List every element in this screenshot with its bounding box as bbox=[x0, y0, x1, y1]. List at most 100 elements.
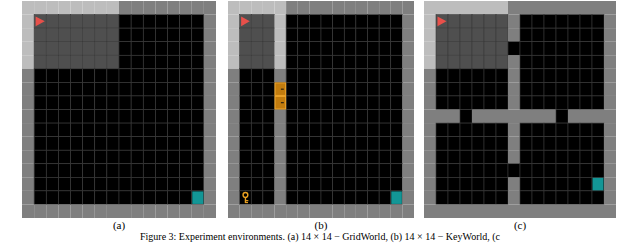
grid-cell bbox=[34, 69, 46, 83]
grid-cell bbox=[424, 28, 436, 42]
grid-cell bbox=[520, 1, 532, 15]
grid-cell bbox=[119, 42, 131, 56]
grid-cell bbox=[58, 1, 70, 15]
grid-cell bbox=[460, 82, 472, 96]
grid-cell bbox=[286, 150, 298, 164]
grid-cell bbox=[379, 137, 391, 151]
grid-cell bbox=[532, 177, 544, 191]
grid-cell bbox=[592, 191, 604, 205]
grid-cell bbox=[532, 96, 544, 110]
grid-cell bbox=[168, 82, 180, 96]
door-handle bbox=[281, 102, 284, 103]
grid-cell bbox=[240, 177, 252, 191]
grid-cell bbox=[484, 69, 496, 83]
grid-cell bbox=[46, 28, 58, 42]
grid-cell bbox=[472, 123, 484, 137]
grid-cell bbox=[275, 15, 287, 29]
grid-cell bbox=[22, 191, 34, 205]
grid-cell bbox=[391, 204, 403, 218]
grid-cell bbox=[391, 28, 403, 42]
grid-cell bbox=[46, 110, 58, 124]
grid-cell bbox=[333, 177, 345, 191]
grid-cell bbox=[58, 110, 70, 124]
grid-cell bbox=[402, 191, 414, 205]
grid-cell bbox=[448, 204, 460, 218]
grid-cell bbox=[34, 150, 46, 164]
grid-cell bbox=[83, 96, 95, 110]
grid-cell bbox=[131, 42, 143, 56]
grid-cell bbox=[448, 1, 460, 15]
grid-cell bbox=[95, 96, 107, 110]
grid-cell bbox=[460, 69, 472, 83]
grid-cell bbox=[192, 123, 204, 137]
grid-cell bbox=[436, 82, 448, 96]
grid-cell bbox=[508, 137, 520, 151]
grid-cell bbox=[556, 15, 568, 29]
grid-cell bbox=[379, 150, 391, 164]
grid-cell bbox=[604, 82, 616, 96]
grid-cell bbox=[71, 150, 83, 164]
grid-cell bbox=[58, 82, 70, 96]
grid-cell bbox=[251, 69, 263, 83]
grid-cell bbox=[240, 204, 252, 218]
grid-cell bbox=[251, 96, 263, 110]
grid-cell bbox=[568, 96, 580, 110]
grid-cell bbox=[568, 137, 580, 151]
grid-cell bbox=[520, 110, 532, 124]
grid-cell bbox=[520, 177, 532, 191]
grid-cell bbox=[391, 150, 403, 164]
grid-cell bbox=[379, 164, 391, 178]
grid-cell bbox=[204, 42, 216, 56]
grid-cell bbox=[298, 137, 310, 151]
grid-cell bbox=[448, 123, 460, 137]
grid-cell bbox=[131, 150, 143, 164]
grid-cell bbox=[436, 96, 448, 110]
grid-cell bbox=[532, 82, 544, 96]
grid-cell bbox=[333, 150, 345, 164]
grid-cell bbox=[107, 69, 119, 83]
grid-cell bbox=[263, 204, 275, 218]
grid-cell bbox=[424, 69, 436, 83]
grid-cell bbox=[58, 28, 70, 42]
grid-cell bbox=[568, 191, 580, 205]
grid-cell bbox=[344, 204, 356, 218]
grid-cell bbox=[155, 28, 167, 42]
grid-cell bbox=[83, 82, 95, 96]
grid-cell bbox=[580, 82, 592, 96]
grid-cell bbox=[402, 96, 414, 110]
grid-cell bbox=[286, 137, 298, 151]
grid-cell bbox=[356, 204, 368, 218]
grid-cell bbox=[119, 177, 131, 191]
grid-cell bbox=[424, 55, 436, 69]
grid-cell bbox=[580, 28, 592, 42]
grid-cell bbox=[298, 1, 310, 15]
grid-cell bbox=[368, 55, 380, 69]
grid-cell bbox=[508, 96, 520, 110]
grid-cell bbox=[436, 28, 448, 42]
grid-cell bbox=[580, 15, 592, 29]
grid-cell bbox=[448, 110, 460, 124]
grid-cell bbox=[556, 42, 568, 56]
grid-cell bbox=[333, 28, 345, 42]
grid-cell bbox=[484, 110, 496, 124]
grid-cell bbox=[240, 137, 252, 151]
goal-square bbox=[391, 191, 402, 204]
grid-cell bbox=[155, 55, 167, 69]
grid-cell bbox=[131, 69, 143, 83]
grid-cell bbox=[46, 177, 58, 191]
grid-cell bbox=[58, 137, 70, 151]
grid-cell bbox=[107, 164, 119, 178]
grid-cell bbox=[309, 69, 321, 83]
grid-cell bbox=[520, 137, 532, 151]
grid-cell bbox=[472, 42, 484, 56]
grid-cell bbox=[22, 123, 34, 137]
grid-cell bbox=[321, 82, 333, 96]
grid-cell bbox=[131, 204, 143, 218]
grid-cell bbox=[286, 69, 298, 83]
grid-cell bbox=[460, 15, 472, 29]
grid-panel bbox=[424, 1, 616, 218]
grid-cell bbox=[544, 164, 556, 178]
grid-cell bbox=[448, 164, 460, 178]
figure-caption: Figure 3: Experiment environments. (a) 1… bbox=[140, 231, 500, 242]
grid-cell bbox=[496, 164, 508, 178]
